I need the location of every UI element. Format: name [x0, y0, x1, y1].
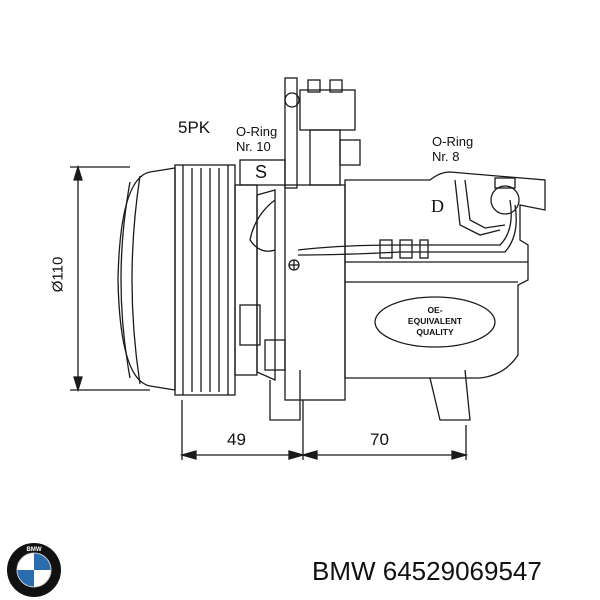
oring-left-label: O-Ring Nr. 10 — [236, 124, 277, 154]
oe-badge-line-2: EQUIVALENT — [407, 316, 463, 326]
pulley — [174, 164, 258, 396]
port-s-label: S — [255, 162, 268, 182]
pulley-label: 5PK — [178, 118, 211, 137]
bmw-logo: BMW — [7, 543, 61, 597]
port-d-label: D — [431, 196, 444, 216]
diameter-label: Ø110 — [49, 256, 67, 293]
oe-badge-line-1: OE- — [427, 305, 443, 315]
oe-badge-line-3: QUALITY — [416, 327, 454, 337]
diameter-dimension — [70, 164, 150, 393]
oring-left-line-2: Nr. 10 — [236, 139, 271, 154]
dim-left-label: 49 — [227, 430, 246, 449]
oe-badge: OE- EQUIVALENT QUALITY — [380, 305, 490, 338]
clutch-plate — [117, 167, 176, 391]
logo-lettering: BMW — [27, 547, 42, 553]
part-caption: BMW 64529069547 — [312, 556, 542, 586]
oring-right-line-1: O-Ring — [432, 134, 474, 149]
front-housing — [239, 189, 301, 421]
control-valve — [239, 77, 361, 189]
oring-right-label: O-Ring Nr. 8 — [432, 134, 473, 164]
oe-badge-frame — [374, 296, 496, 348]
compressor-drawing — [70, 77, 546, 460]
oring-right-line-2: Nr. 8 — [432, 149, 460, 164]
length-dimensions — [179, 400, 469, 460]
wiring-harness — [249, 177, 520, 259]
oring-left-line-1: O-Ring — [236, 124, 278, 139]
compressor-body — [284, 171, 546, 421]
dim-right-label: 70 — [370, 430, 389, 449]
